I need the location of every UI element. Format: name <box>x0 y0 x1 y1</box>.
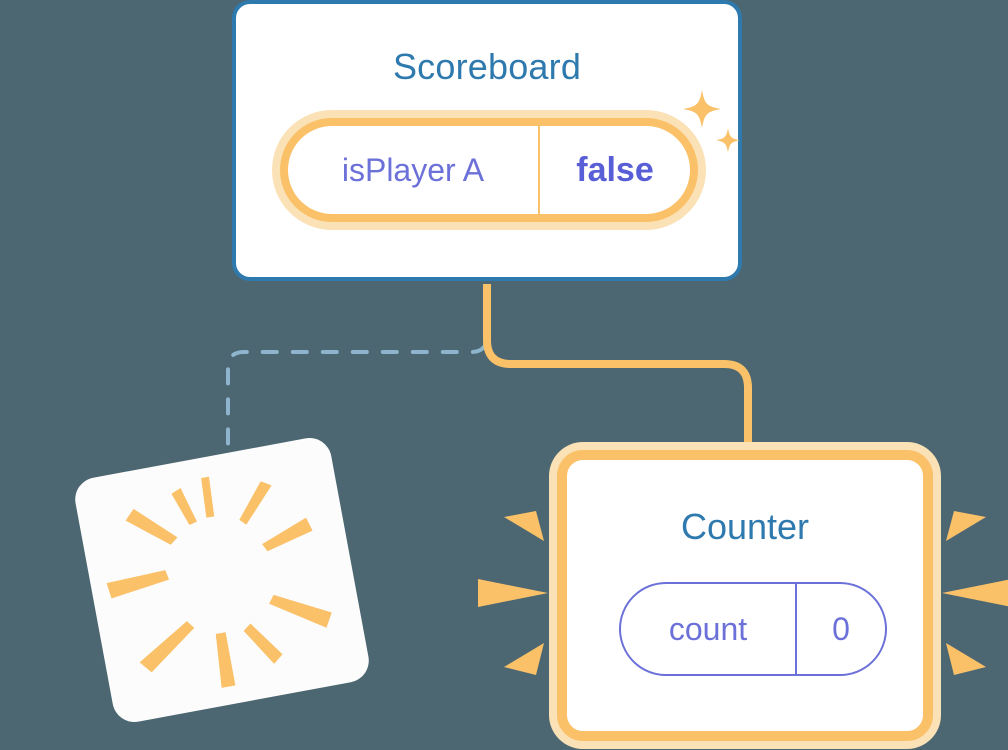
scoreboard-state-key: isPlayer A <box>288 126 540 214</box>
burst-ray <box>125 508 178 545</box>
counter-state-value: 0 <box>832 610 850 647</box>
burst-ray <box>215 632 236 688</box>
counter-card[interactable]: Counter count 0 <box>557 450 933 741</box>
sparkle-small-icon <box>716 128 740 153</box>
sparkle-large-icon <box>683 90 721 128</box>
scoreboard-state-pill[interactable]: isPlayer A false <box>280 118 698 222</box>
burst-ray <box>504 643 544 675</box>
sparkle-group <box>683 90 740 153</box>
burst-ray <box>201 476 215 518</box>
burst-ray <box>243 623 283 664</box>
burst-ray <box>946 643 986 675</box>
blank-card-burst-icon <box>106 476 332 688</box>
burst-ray <box>239 481 272 525</box>
counter-burst-left-icon <box>478 511 548 675</box>
burst-ray <box>171 488 197 526</box>
burst-ray <box>946 511 986 541</box>
burst-ray <box>478 579 548 607</box>
burst-ray <box>139 621 195 673</box>
burst-ray <box>942 579 1008 607</box>
counter-title: Counter <box>680 506 810 547</box>
counter-state-key: count <box>621 584 797 674</box>
counter-state-pill[interactable]: count 0 <box>619 582 887 676</box>
burst-ray <box>262 517 313 552</box>
connector-scoreboard-to-counter <box>483 284 752 468</box>
scoreboard-state-value: false <box>576 150 654 189</box>
burst-ray <box>504 511 544 541</box>
burst-ray <box>106 570 170 599</box>
scoreboard-card[interactable]: Scoreboard isPlayer A false <box>232 0 742 281</box>
burst-ray <box>269 594 332 628</box>
counter-burst-right-icon <box>942 511 1008 675</box>
blank-card[interactable] <box>71 434 373 726</box>
scoreboard-title: Scoreboard <box>392 46 582 87</box>
